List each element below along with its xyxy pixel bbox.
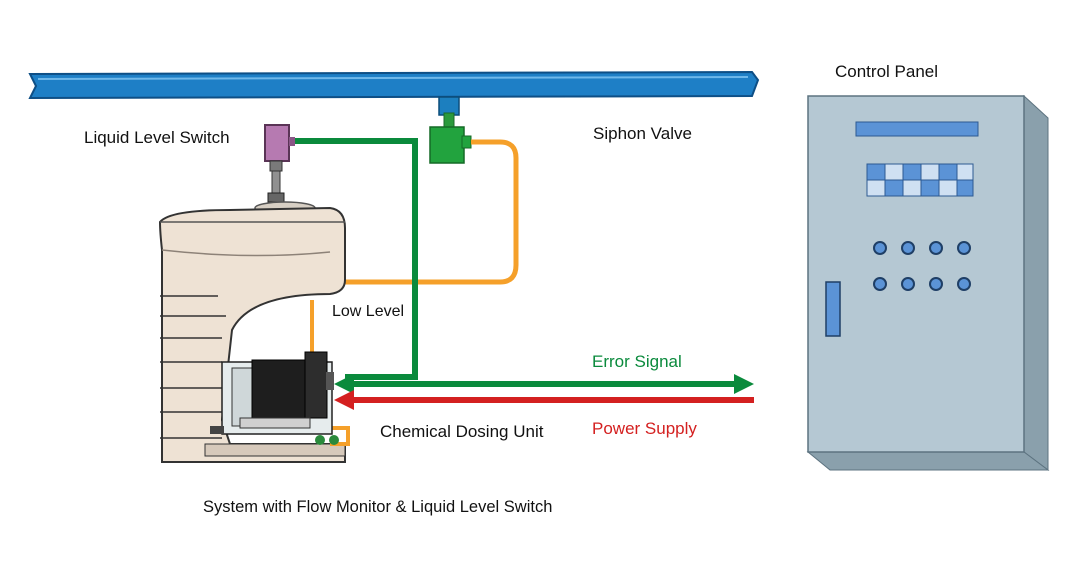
dosing-pump [210, 351, 339, 445]
control-panel [806, 94, 1050, 471]
liquid-level-switch-label: Liquid Level Switch [84, 128, 230, 147]
power-supply-label: Power Supply [592, 419, 697, 438]
main-water-pipe [28, 70, 760, 100]
siphon-hose [345, 139, 519, 285]
dosing-tank [158, 201, 346, 463]
siphon-valve [429, 96, 472, 164]
level-switch-cable [292, 138, 418, 380]
panel-handle [825, 281, 841, 337]
low-level-label: Low Level [332, 303, 405, 320]
power-supply-arrow [334, 390, 754, 410]
panel-buttons [873, 241, 971, 291]
diagram-caption: System with Flow Monitor & Liquid Level … [203, 498, 553, 516]
panel-display [855, 121, 979, 137]
error-signal-label: Error Signal [592, 352, 682, 371]
panel-keypad [866, 163, 974, 197]
discharge-tube [330, 426, 350, 446]
error-signal-arrow [334, 374, 754, 394]
liquid-level-switch [264, 124, 295, 203]
control-panel-label: Control Panel [835, 62, 939, 81]
siphon-valve-label: Siphon Valve [593, 124, 692, 143]
chemical-dosing-unit-label: Chemical Dosing Unit [380, 422, 544, 441]
